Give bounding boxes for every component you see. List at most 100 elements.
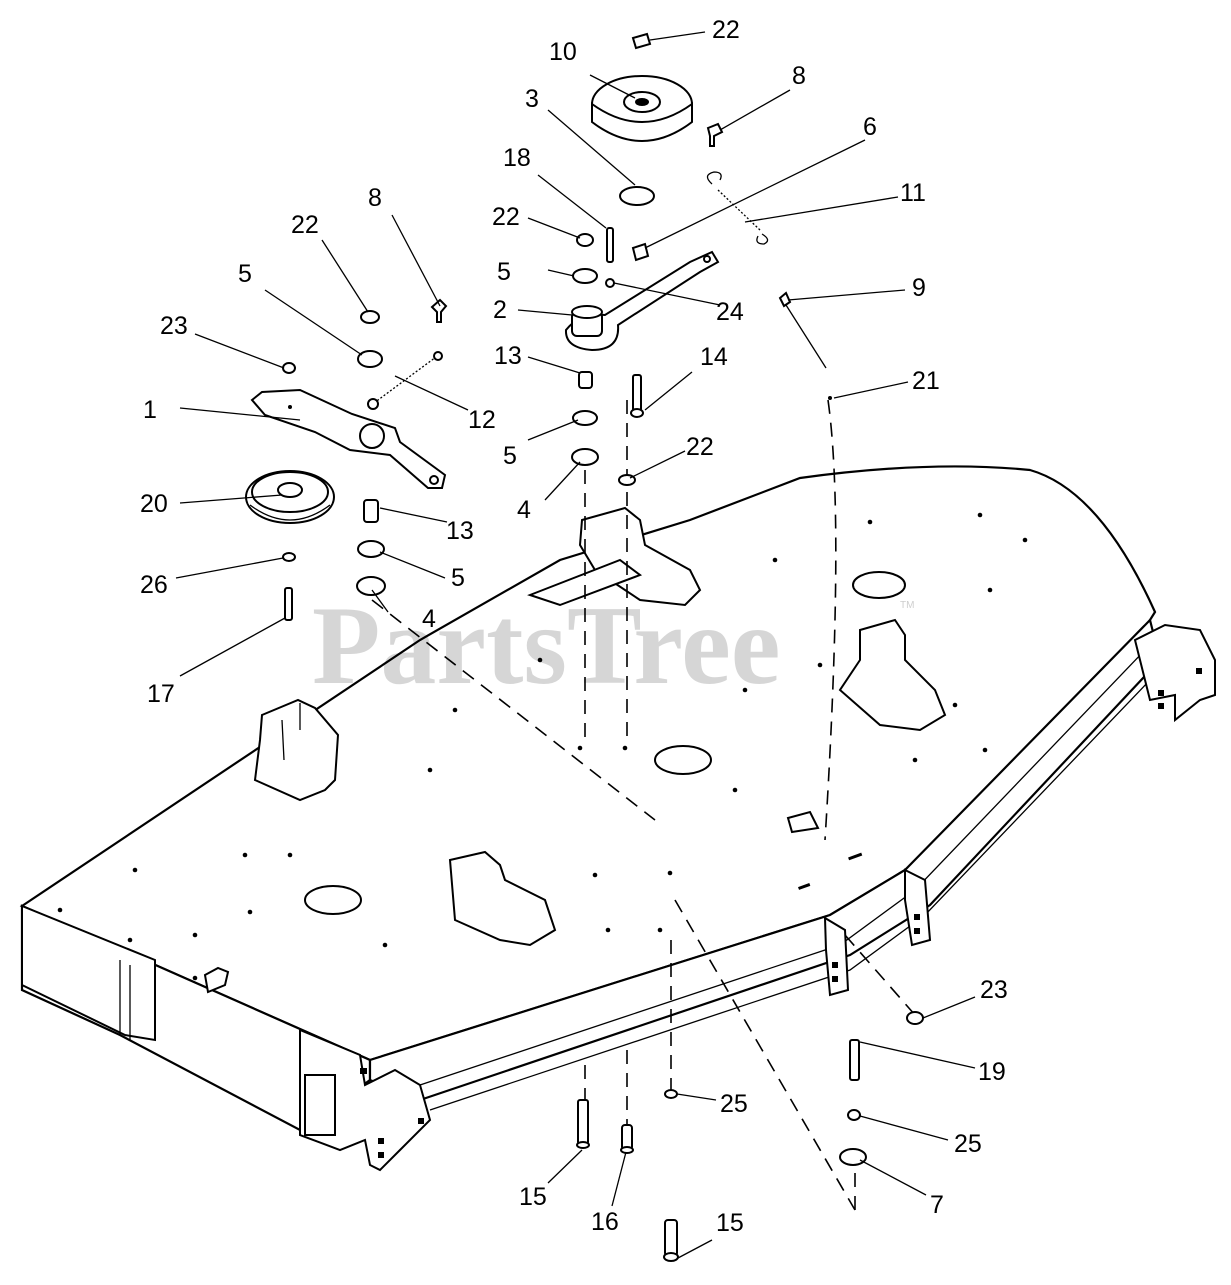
front-right-bracket [904, 868, 932, 947]
spring-11 [706, 171, 769, 245]
washer-4-left [356, 576, 386, 596]
link-9 [778, 291, 827, 369]
front-center-bracket [823, 916, 850, 997]
bolt-8-left [430, 298, 448, 323]
deck-slot [798, 883, 811, 890]
leader-lines [175, 31, 976, 1259]
bolt-8-right [706, 122, 724, 147]
callout-8: 8 [368, 184, 382, 212]
arm-hole [288, 405, 292, 409]
callout-3: 3 [525, 85, 539, 113]
nut-22-left [360, 310, 380, 324]
deck-tab [203, 966, 230, 994]
callout-5: 5 [497, 258, 511, 286]
screw-24 [605, 278, 615, 288]
left-spindle-opening [304, 885, 362, 915]
pin-18 [606, 227, 614, 263]
callout-20: 20 [140, 490, 168, 518]
washer-5-center-lower [572, 410, 598, 426]
washer-4-center [571, 448, 599, 466]
callout-25: 25 [954, 1130, 982, 1158]
callout-22: 22 [712, 16, 740, 44]
callout-1: 1 [143, 396, 157, 424]
washer-5-center [572, 268, 598, 284]
pin-17 [284, 587, 293, 621]
bracket-hole [1196, 668, 1202, 674]
callout-22: 22 [291, 211, 319, 239]
callout-23: 23 [160, 312, 188, 340]
bracket-hole [378, 1138, 384, 1144]
nut-22-top [631, 32, 652, 50]
center-idler-assembly [564, 32, 832, 486]
clip-21 [828, 396, 832, 400]
idler-arm [250, 388, 447, 489]
pulley-10-rim [591, 102, 693, 142]
pulley-10-bore [635, 98, 649, 106]
callout-10: 10 [549, 38, 577, 66]
callout-16: 16 [591, 1208, 619, 1236]
callout-7: 7 [930, 1191, 944, 1219]
callout-2: 2 [493, 296, 507, 324]
pin-14 [632, 374, 642, 412]
callout-13: 13 [494, 342, 522, 370]
callout-labels: 1 2 3 4 4 5 5 5 5 6 7 8 8 9 10 11 12 13 … [140, 16, 1008, 1237]
bushing-2-top [571, 305, 603, 319]
pin-19 [849, 1039, 860, 1081]
deck-holes [57, 512, 1028, 981]
nut-25-right [847, 1109, 861, 1121]
nut-6 [631, 242, 650, 262]
callout-5: 5 [451, 564, 465, 592]
deck-left-skirt-box [21, 904, 156, 1042]
center-spindle-opening [654, 745, 712, 775]
mount-detail [281, 703, 301, 761]
nut-23-right [906, 1011, 924, 1025]
callout-15: 15 [519, 1183, 547, 1211]
pin-15-head [576, 1141, 590, 1149]
bracket-hole [360, 1068, 367, 1074]
rear-center-mount [578, 506, 702, 607]
mower-deck [19, 465, 1216, 1172]
pin-15-front-head [663, 1252, 679, 1262]
bracket-hole [832, 976, 838, 982]
callout-23: 23 [980, 976, 1008, 1004]
bracket-plate [304, 1074, 336, 1136]
right-spindle-opening [852, 571, 906, 599]
bracket-hole [1158, 690, 1164, 696]
pin-14-clip [630, 408, 644, 418]
washer-7 [839, 1148, 867, 1166]
skirt-fold-line [419, 649, 1146, 1086]
arm-bushing [359, 423, 385, 449]
watermark-tm: TM [900, 600, 914, 611]
watermark: PartsTree [312, 584, 781, 708]
nut-23-top [282, 362, 296, 374]
callout-14: 14 [700, 343, 728, 371]
nut-22-center [576, 233, 594, 247]
bracket-hole [914, 928, 920, 934]
pin-15-left [577, 1099, 589, 1145]
callout-25: 25 [720, 1090, 748, 1118]
deck-slot [786, 810, 820, 834]
clip-26 [282, 552, 296, 562]
left-idler-assembly [245, 298, 448, 621]
callout-24: 24 [716, 298, 744, 326]
callout-22: 22 [492, 203, 520, 231]
lower-hardware [576, 1011, 924, 1262]
callout-17: 17 [147, 680, 175, 708]
bracket-hole [378, 1152, 384, 1158]
pulley-edge [249, 504, 331, 521]
right-rear-bracket [1133, 623, 1216, 723]
spring-12 [367, 351, 443, 410]
skirt-fold-line [429, 679, 1151, 1111]
assembly-lines [371, 399, 916, 1211]
rear-center-rail [527, 558, 643, 607]
bushing-13-center [578, 371, 593, 389]
nut-25-center [664, 1089, 678, 1099]
bracket-hole [1158, 703, 1164, 709]
washer-5-left [357, 350, 383, 368]
pin-16-head [620, 1146, 634, 1154]
arm-hole [703, 255, 711, 263]
callout-6: 6 [863, 113, 877, 141]
idler-pulley-hub [277, 482, 303, 498]
